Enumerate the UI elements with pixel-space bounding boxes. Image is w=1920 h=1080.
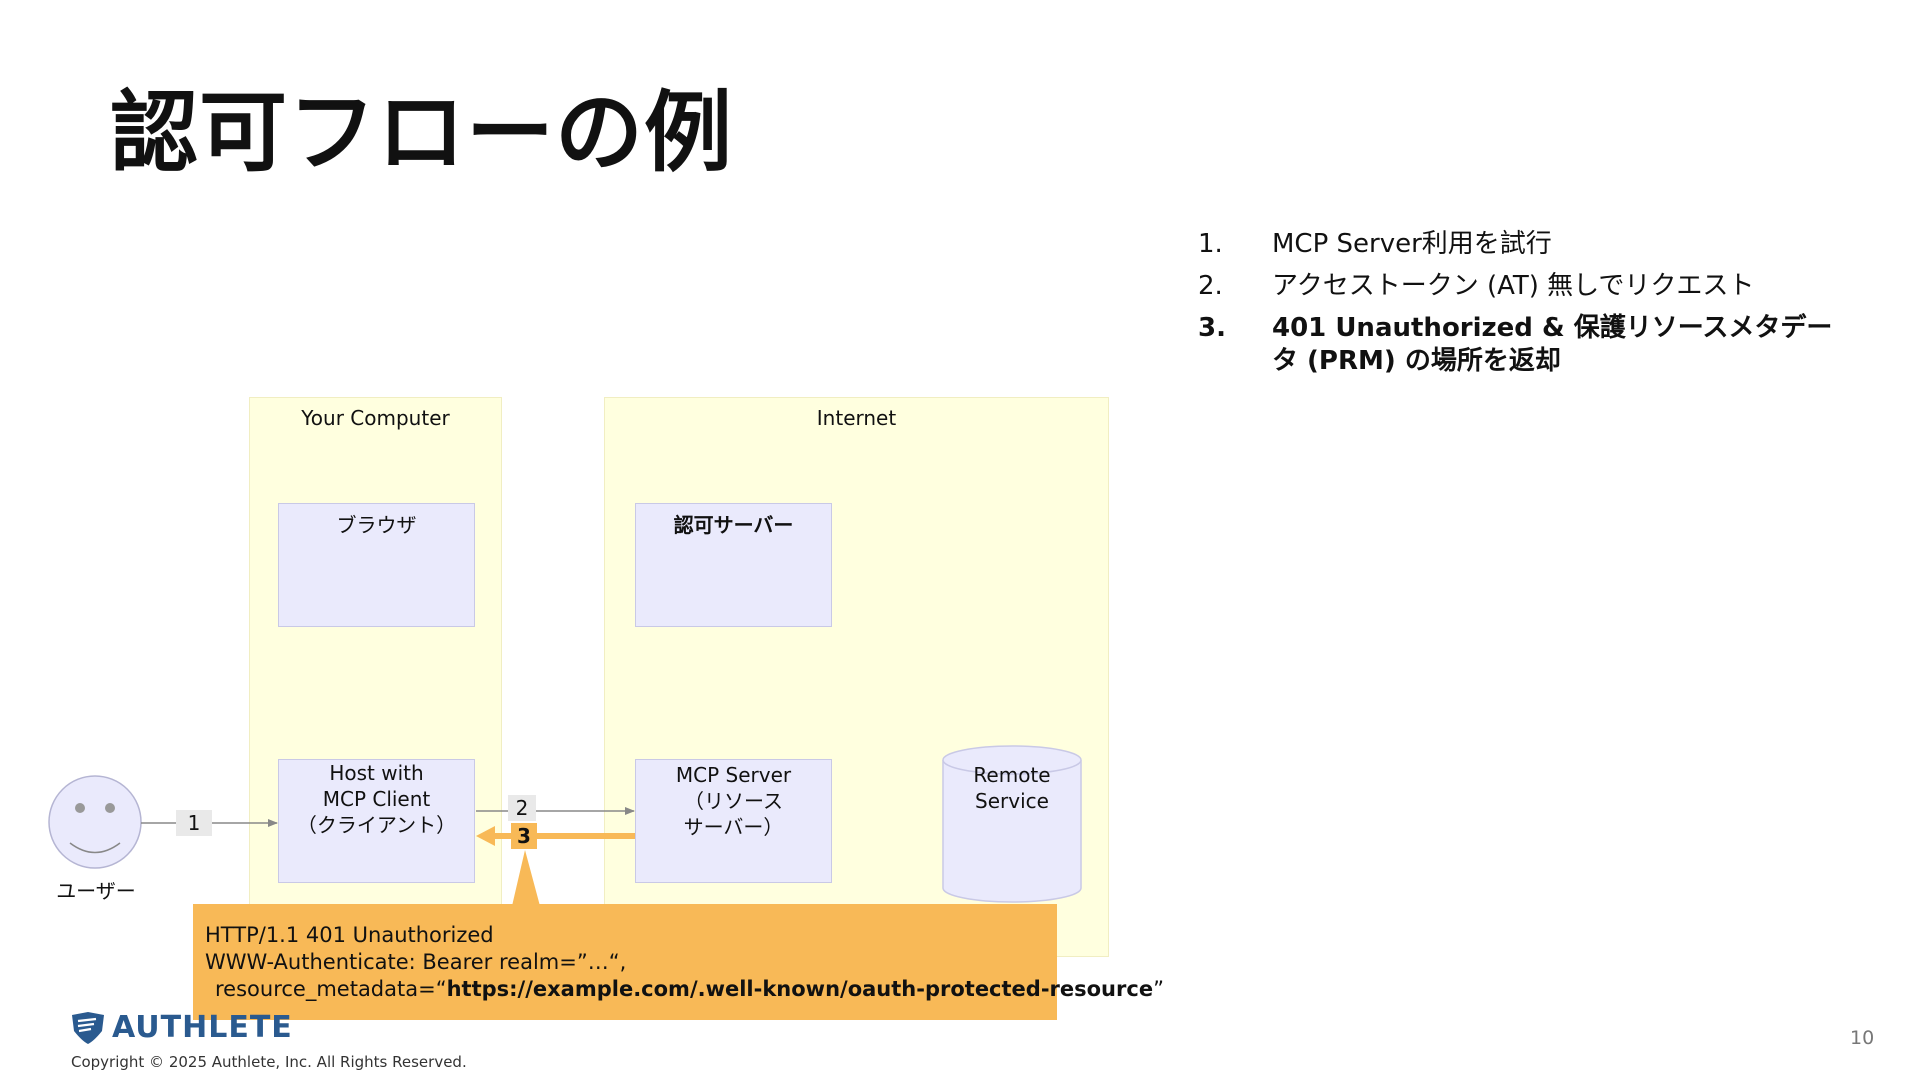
page-number: 10	[1850, 1027, 1875, 1049]
host-line: （クライアント）	[296, 813, 457, 837]
host-client-box: Host with MCP Client （クライアント）	[278, 759, 475, 883]
user-label: ユーザー	[56, 879, 136, 903]
step-item: 1. MCP Server利用を試行	[1198, 228, 1838, 262]
remote-service-line: Service	[975, 789, 1049, 813]
remote-service-label: Remote Service	[943, 762, 1081, 814]
mcp-server-line: （リソース	[684, 789, 783, 813]
arrow-3-head	[476, 826, 495, 846]
callout-metadata-suffix: ”	[1153, 976, 1164, 1001]
auth-server-label: 認可サーバー	[673, 513, 794, 537]
step-list: 1. MCP Server利用を試行 2. アクセストークン (AT) 無しでリ…	[1198, 228, 1838, 387]
mcp-server-line: MCP Server	[675, 763, 792, 787]
zone-label: Your Computer	[301, 406, 450, 430]
auth-server-box: 認可サーバー	[635, 503, 832, 627]
authlete-wing-icon	[72, 1011, 104, 1044]
arrow-2-label: 2	[508, 795, 536, 821]
browser-box: ブラウザ	[278, 503, 475, 627]
callout-status-line: HTTP/1.1 401 Unauthorized	[205, 923, 494, 947]
step-item: 2. アクセストークン (AT) 無しでリクエスト	[1198, 270, 1838, 304]
authlete-logo: AUTHLETE	[70, 1010, 293, 1045]
remote-service-line: Remote	[973, 763, 1051, 787]
mcp-server-line: サーバー）	[683, 815, 784, 839]
step-item-active: 3. 401 Unauthorized & 保護リソースメタデータ (PRM) …	[1198, 312, 1838, 380]
response-callout: HTTP/1.1 401 Unauthorized WWW-Authentica…	[193, 904, 1164, 1020]
user-face-icon	[48, 775, 142, 869]
callout-metadata-prefix: resource_metadata=“	[215, 976, 447, 1001]
host-line: Host with	[329, 761, 424, 785]
browser-label: ブラウザ	[336, 513, 417, 537]
step-number: 2.	[1198, 270, 1223, 301]
arrow-1-label: 1	[176, 810, 212, 836]
callout-header-line: WWW-Authenticate: Bearer realm=”…“,	[205, 949, 627, 974]
slide-title: 認可フローの例	[110, 81, 734, 184]
host-line: MCP Client	[322, 787, 431, 811]
mcp-server-box: MCP Server （リソース サーバー）	[635, 759, 832, 883]
step-text: アクセストークン (AT) 無しでリクエスト	[1272, 270, 1755, 301]
callout-metadata-line: resource_metadata=“https://example.com/.…	[205, 976, 1164, 1003]
step-number: 1.	[1198, 229, 1223, 259]
callout-metadata-url: https://example.com/.well-known/oauth-pr…	[446, 976, 1154, 1001]
step-text: MCP Server利用を試行	[1272, 229, 1552, 259]
remote-service-cylinder-icon	[942, 745, 1082, 903]
logo-wordmark: AUTHLETE	[112, 1010, 293, 1045]
callout-pointer	[512, 850, 540, 906]
zone-label: Internet	[816, 406, 897, 430]
step-text: 401 Unauthorized & 保護リソースメタデータ (PRM) の場所…	[1272, 312, 1833, 377]
step-number: 3.	[1198, 312, 1226, 343]
copyright-text: Copyright © 2025 Authlete, Inc. All Righ…	[71, 1053, 467, 1071]
arrow-3-label: 3	[511, 823, 537, 849]
